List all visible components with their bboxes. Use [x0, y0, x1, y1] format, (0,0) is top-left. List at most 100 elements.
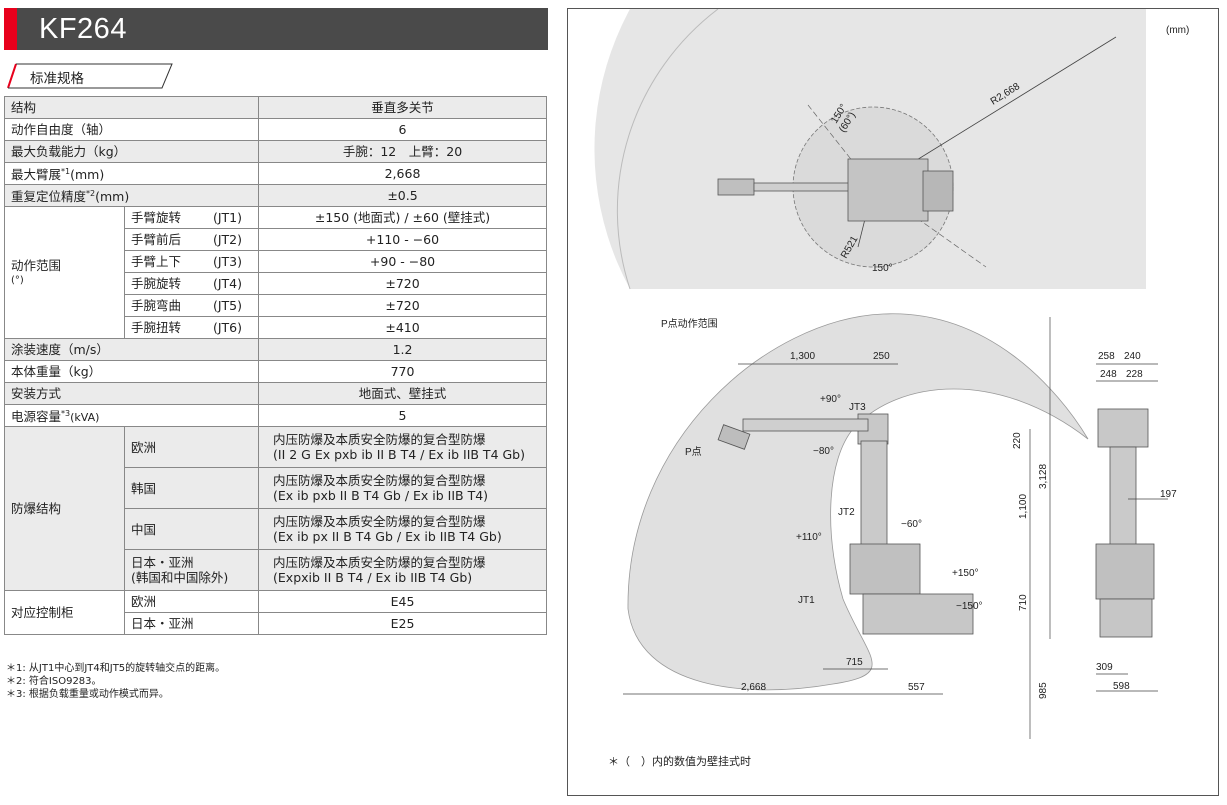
- range-axis: 手臂上下(JT3): [123, 250, 260, 273]
- table-row: 安装方式 地面式、壁挂式: [3, 382, 548, 405]
- dim-598: 598: [1113, 681, 1130, 692]
- spec-value: 770: [258, 360, 548, 383]
- footnotes: ＊1: 从JT1中心到JT4和JT5的旋转轴交点的距离。 ＊2: 符合ISO92…: [6, 662, 225, 701]
- side-lower-arm: [860, 440, 888, 552]
- dim-557: 557: [908, 682, 925, 693]
- spec-label: 最大负载能力（kg）: [3, 140, 260, 163]
- spec-value: 手腕：12 上臂：20: [258, 140, 548, 163]
- top-arm-shape: [753, 182, 855, 192]
- table-row: 最大臂展*1(mm) 2,668: [3, 162, 548, 185]
- table-row: 手臂前后(JT2) +110 - −60: [5, 228, 548, 251]
- spec-value: E25: [258, 612, 548, 635]
- dim-1100: 1,100: [1018, 494, 1029, 519]
- dim-2668: 2,668: [741, 682, 766, 693]
- spec-label: 涂装速度（m/s）: [3, 338, 260, 361]
- front-view: 258 240 248 228 197 309 598: [1095, 351, 1177, 692]
- side-wrist: [717, 424, 751, 450]
- top-angle-bottom-text: 150°: [872, 263, 893, 274]
- region-label: 日本・亚洲(韩国和中国除外): [123, 549, 260, 591]
- dim-197: 197: [1160, 489, 1177, 500]
- jt2-label: JT2: [838, 507, 855, 518]
- table-row: 最大负载能力（kg） 手腕：12 上臂：20: [3, 140, 548, 163]
- region-label: 欧洲: [123, 426, 260, 468]
- spec-value: +90 - −80: [258, 250, 548, 273]
- product-header: KF264: [4, 8, 548, 50]
- range-group-label: 动作范围 (°): [4, 206, 125, 339]
- robot-dimension-drawing: R2,668 150° (60°) R521 150°: [594, 9, 1177, 739]
- spec-value: ±150 (地面式) / ±60 (壁挂式): [258, 206, 548, 229]
- top-base-shape: [847, 158, 929, 222]
- spec-value: E45: [258, 590, 548, 613]
- angle-minus80: −80°: [813, 446, 834, 457]
- angle-plus90: +90°: [820, 394, 841, 405]
- dim-1300: 1,300: [790, 351, 815, 362]
- footnote-1: ＊1: 从JT1中心到JT4和JT5的旋转轴交点的距离。: [6, 663, 226, 674]
- spec-label: 结构: [3, 96, 260, 119]
- table-row: 对应控制柜 欧洲 E45: [4, 590, 548, 635]
- p-point-motion-range: [627, 313, 1089, 691]
- section-tag: 标准规格: [4, 62, 174, 90]
- section-tag-frame: [7, 63, 173, 89]
- range-axis: 手腕弯曲(JT5): [123, 294, 260, 317]
- jt3-label: JT3: [849, 402, 866, 413]
- wall-mount-note: ＊（ ）内的数值为壁挂式时: [608, 755, 751, 768]
- spec-value: 内压防爆及本质安全防爆的复合型防爆(Expxib II B T4 / Ex ib…: [258, 549, 548, 591]
- spec-value: ±720: [258, 272, 548, 295]
- table-row: 动作自由度（轴） 6: [3, 118, 548, 141]
- angle-plus150: +150°: [952, 568, 979, 579]
- spec-value: 5: [258, 404, 548, 427]
- range-axis: 手臂旋转(JT1): [123, 206, 260, 229]
- dim-220: 220: [1012, 432, 1023, 449]
- region-label: 日本・亚洲: [123, 612, 260, 635]
- side-view: 1,300 250 220 3,128 1,100 710 985 715 2,…: [623, 313, 1089, 739]
- p-point-label: P点: [685, 446, 702, 458]
- footnote-2: ＊2: 符合ISO9283。: [6, 676, 102, 687]
- region-label: 欧洲: [123, 590, 260, 613]
- table-row: 手腕旋转(JT4) ±720: [5, 272, 548, 295]
- side-upper-arm: [742, 418, 869, 432]
- table-row: 电源容量*3(kVA) 5: [3, 404, 548, 427]
- table-row: 日本・亚洲(韩国和中国除外) 内压防爆及本质安全防爆的复合型防爆(Expxib …: [5, 549, 548, 591]
- p-range-label: P点动作范围: [661, 317, 718, 330]
- spec-value: 2,668: [258, 162, 548, 185]
- explosion-group-label: 防爆结构: [4, 426, 125, 591]
- table-row: 结构 垂直多关节: [3, 96, 548, 119]
- dim-985: 985: [1038, 682, 1049, 699]
- spec-label: 本体重量（kg）: [3, 360, 260, 383]
- dim-715: 715: [846, 657, 863, 668]
- table-row: 中国 内压防爆及本质安全防爆的复合型防爆(Ex ib px II B T4 Gb…: [5, 508, 548, 550]
- dimension-drawing-panel: (mm) R2,668 150° (60°) R521 150°: [567, 8, 1219, 796]
- region-label: 韩国: [123, 467, 260, 509]
- spec-value: ±720: [258, 294, 548, 317]
- dim-228: 228: [1126, 369, 1143, 380]
- spec-value: 内压防爆及本质安全防爆的复合型防爆(II 2 G Ex pxb ib II B …: [258, 426, 548, 468]
- spec-value: +110 - −60: [258, 228, 548, 251]
- top-view: R2,668 150° (60°) R521 150°: [594, 9, 1146, 290]
- spec-value: ±0.5: [258, 184, 548, 207]
- region-label: 中国: [123, 508, 260, 550]
- spec-value: 内压防爆及本质安全防爆的复合型防爆(Ex ib px II B T4 Gb / …: [258, 508, 548, 550]
- jt1-label: JT1: [798, 595, 815, 606]
- spec-value: 6: [258, 118, 548, 141]
- spec-value: ±410: [258, 316, 548, 339]
- table-row: 重复定位精度*2(mm) ±0.5: [3, 184, 548, 207]
- dim-710: 710: [1018, 594, 1029, 611]
- angle-plus110: +110°: [796, 532, 822, 543]
- spec-label: 最大臂展*1(mm): [3, 162, 260, 185]
- dim-250: 250: [873, 351, 890, 362]
- table-row: 手腕弯曲(JT5) ±720: [5, 294, 548, 317]
- angle-minus150: −150°: [956, 601, 983, 612]
- spec-label: 动作自由度（轴）: [3, 118, 260, 141]
- section-title: 标准规格: [30, 71, 84, 87]
- spec-value: 地面式、壁挂式: [258, 382, 548, 405]
- spec-value: 1.2: [258, 338, 548, 361]
- spec-label: 安装方式: [3, 382, 260, 405]
- table-row: 日本・亚洲 E25: [5, 612, 548, 635]
- spec-table: 结构 垂直多关节 动作自由度（轴） 6 最大负载能力（kg） 手腕：12 上臂：…: [3, 96, 548, 635]
- dim-248: 248: [1100, 369, 1117, 380]
- dim-309: 309: [1096, 662, 1113, 673]
- header-accent-bar: [4, 8, 17, 50]
- range-axis: 手腕扭转(JT6): [123, 316, 260, 339]
- spec-label: 电源容量*3(kVA): [3, 404, 260, 427]
- angle-minus60: −60°: [901, 519, 922, 530]
